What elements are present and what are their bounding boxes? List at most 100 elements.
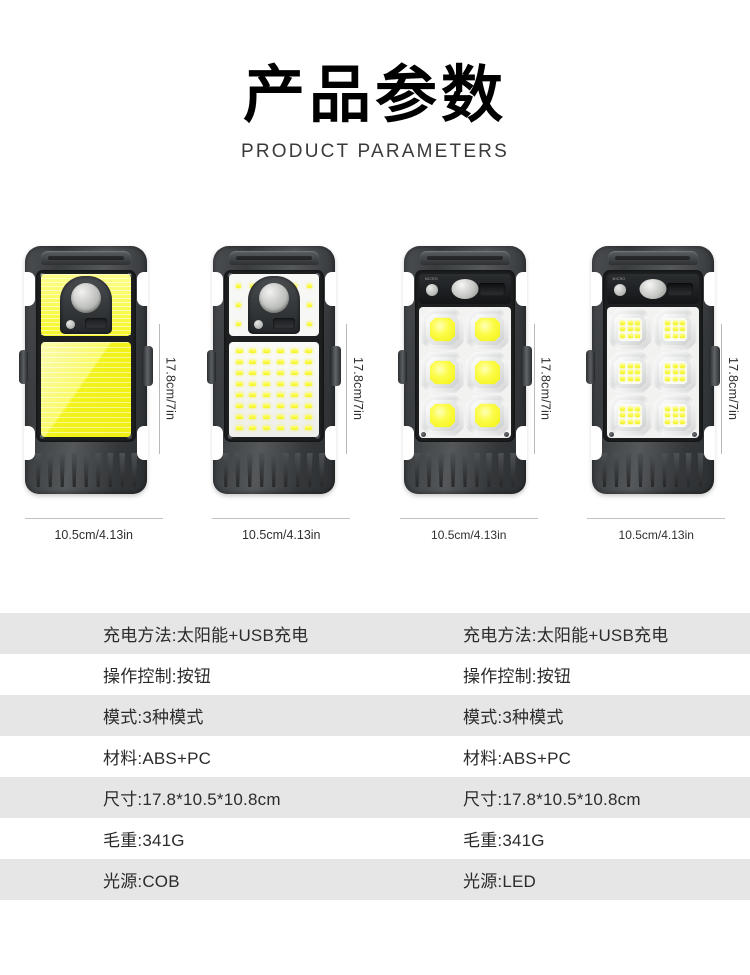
pir-sensor-icon	[71, 283, 102, 313]
table-row: 模式:3种模式 模式:3种模式	[0, 695, 750, 736]
usb-port-icon	[666, 283, 693, 296]
led-module	[653, 309, 697, 350]
spec-cell-left: 光源:COB	[103, 872, 180, 891]
body-notch	[324, 272, 336, 306]
table-row: 光源:COB 光源:LED	[0, 859, 750, 900]
measure-line-horizontal	[212, 518, 351, 519]
width-label: 10.5cm/4.13in	[54, 528, 134, 542]
product-cell-1: 17.8cm/7in 10.5cm/4.13in	[0, 236, 188, 548]
width-dimension-4: 10.5cm/4.13in	[563, 518, 750, 542]
page-title-cn: 产品参数	[242, 58, 507, 131]
product-gallery: 17.8cm/7in 10.5cm/4.13in	[0, 236, 750, 548]
cob-module	[466, 352, 509, 393]
side-knob-left	[206, 350, 216, 384]
power-button[interactable]	[253, 320, 263, 329]
body-notch	[24, 272, 36, 306]
body-notch	[516, 426, 527, 460]
table-row: 充电方法:太阳能+USB充电 充电方法:太阳能+USB充电	[0, 613, 750, 654]
cob-module	[466, 309, 509, 350]
body-notch	[590, 426, 602, 460]
body-notch	[403, 272, 414, 306]
sensor-housing	[247, 276, 300, 334]
spec-cell-right: 光源:LED	[463, 872, 536, 891]
product-image-3: MICRO	[398, 246, 532, 494]
width-label: 10.5cm/4.13in	[618, 528, 694, 542]
led-module	[608, 352, 652, 393]
page-title-en: PRODUCT PARAMETERS	[241, 141, 509, 163]
pir-sensor-icon	[451, 279, 479, 299]
body-notch	[703, 272, 715, 306]
table-row: 尺寸:17.8*10.5*10.8cm 尺寸:17.8*10.5*10.8cm	[0, 777, 750, 818]
screw-icon	[314, 434, 320, 439]
specification-table: 充电方法:太阳能+USB充电 充电方法:太阳能+USB充电 操作控制:按钮 操作…	[0, 613, 750, 900]
height-label: 17.8cm/7in	[726, 357, 740, 421]
side-knob-left	[398, 350, 407, 384]
lamp-face: MICRO	[602, 270, 703, 442]
body-notch	[24, 426, 36, 460]
pir-sensor-icon	[258, 283, 289, 313]
side-knob-right	[708, 346, 720, 386]
width-dimension-2: 10.5cm/4.13in	[188, 518, 376, 542]
body-notch	[590, 272, 602, 306]
measure-line-horizontal	[587, 518, 726, 519]
height-label: 17.8cm/7in	[351, 357, 365, 421]
heat-sink-fins	[34, 447, 138, 487]
power-button[interactable]	[426, 284, 438, 296]
body-notch	[137, 426, 149, 460]
body-notch	[703, 426, 715, 460]
spec-cell-left: 充电方法:太阳能+USB充电	[103, 626, 309, 645]
spec-cell-left: 尺寸:17.8*10.5*10.8cm	[103, 790, 281, 809]
spec-cell-left: 模式:3种模式	[103, 708, 204, 727]
measure-line-vertical	[533, 324, 535, 454]
micro-usb-label: MICRO	[612, 277, 626, 281]
measure-line-horizontal	[399, 518, 538, 519]
product-cell-4: MICRO	[563, 236, 750, 548]
pir-sensor-icon	[639, 279, 666, 299]
power-button[interactable]	[66, 320, 76, 329]
height-dimension-4: 17.8cm/7in	[721, 324, 740, 454]
product-image-2	[206, 246, 341, 494]
screw-icon	[504, 432, 509, 437]
heat-sink-fins	[413, 447, 517, 487]
product-image-1	[19, 246, 154, 494]
lamp-face	[36, 270, 137, 442]
width-dimension-1: 10.5cm/4.13in	[0, 518, 188, 542]
height-dimension-1: 17.8cm/7in	[158, 324, 178, 454]
power-button[interactable]	[613, 284, 626, 296]
cob-light-panel	[41, 342, 132, 437]
led-module	[608, 309, 652, 350]
measure-line-vertical	[158, 324, 160, 454]
spec-cell-right: 材料:ABS+PC	[463, 749, 572, 768]
control-strip: MICRO	[419, 274, 511, 304]
led-module	[653, 395, 697, 436]
screw-icon	[691, 432, 697, 437]
cob-module	[421, 395, 464, 436]
sensor-housing	[60, 276, 113, 334]
width-label: 10.5cm/4.13in	[431, 528, 507, 542]
lamp-face	[223, 270, 324, 442]
spec-cell-right: 操作控制:按钮	[463, 667, 572, 686]
width-label: 10.5cm/4.13in	[241, 528, 321, 542]
smd-light-panel	[228, 342, 319, 437]
side-knob-left	[585, 350, 595, 384]
cob-module	[421, 309, 464, 350]
screw-icon	[421, 432, 426, 437]
table-row: 材料:ABS+PC 材料:ABS+PC	[0, 736, 750, 777]
spec-cell-right: 模式:3种模式	[463, 708, 564, 727]
spec-cell-right: 毛重:341G	[463, 831, 545, 850]
body-notch	[403, 426, 414, 460]
product-cell-3: MICRO	[375, 236, 563, 548]
measure-line-vertical	[346, 324, 347, 454]
hanger-bar	[420, 251, 510, 265]
height-label: 17.8cm/7in	[538, 357, 553, 421]
body-notch	[516, 272, 527, 306]
body-notch	[211, 272, 223, 306]
width-dimension-3: 10.5cm/4.13in	[375, 518, 563, 542]
sensor-area	[41, 274, 132, 336]
screw-icon	[608, 432, 614, 437]
body-notch	[137, 272, 149, 306]
table-row: 操作控制:按钮 操作控制:按钮	[0, 654, 750, 695]
spec-cell-left: 材料:ABS+PC	[103, 749, 212, 768]
cob-module	[421, 352, 464, 393]
